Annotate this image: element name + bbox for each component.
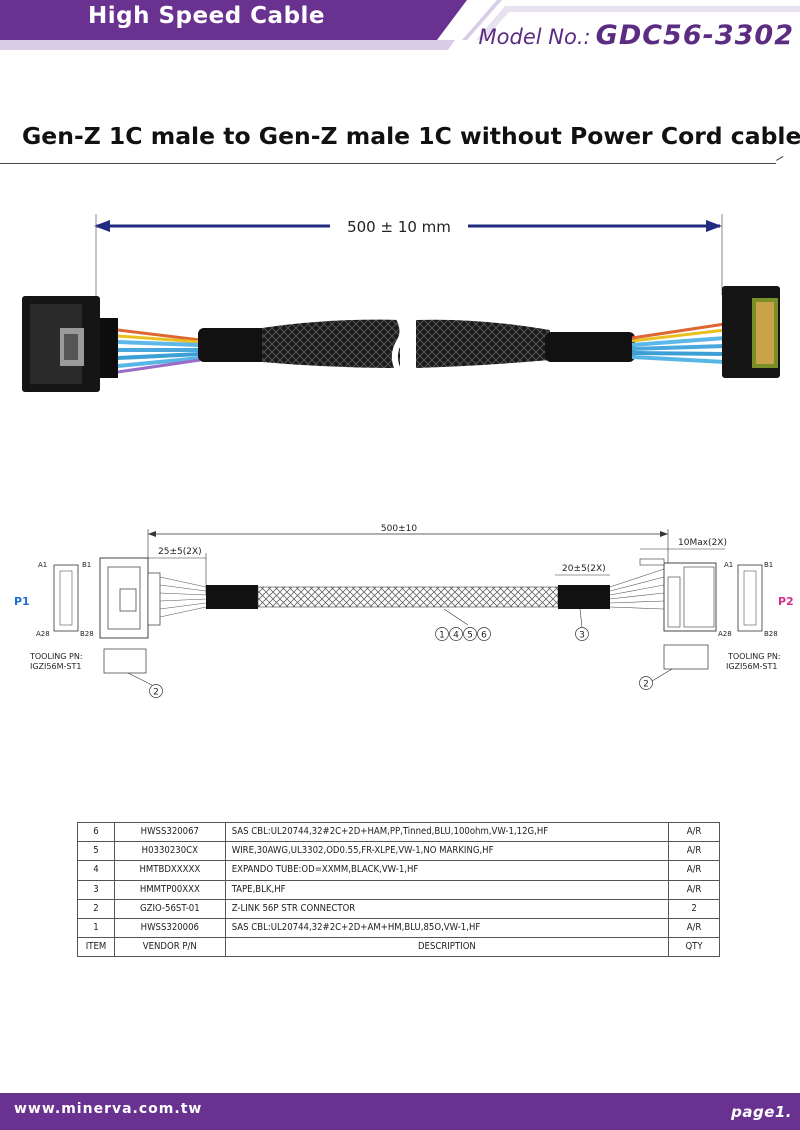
bom-row: 1 HWSS320006 SAS CBL:UL20744,32#2C+2D+AM… — [77, 917, 720, 939]
tooling-left-line1: TOOLING PN: — [29, 652, 83, 661]
pin-a1-right: A1 — [724, 561, 733, 569]
bom-qty: A/R — [668, 821, 720, 843]
dim-arrow-left — [94, 220, 110, 232]
page-title: Gen-Z 1C male to Gen-Z male 1C without P… — [22, 122, 800, 150]
title-underline — [0, 163, 776, 164]
bom-qty: A/R — [668, 917, 720, 939]
callout-4: 4 — [453, 631, 459, 641]
bom-qty: A/R — [668, 879, 720, 900]
drawing-braid — [257, 586, 559, 608]
bom-vendor: HWSS320006 — [113, 917, 226, 939]
cable-photo: 500 ± 10 mm — [22, 214, 780, 392]
right-wires — [631, 322, 726, 364]
bom-item: 1 — [77, 917, 115, 939]
left-connector-photo — [22, 296, 118, 392]
callout-2-left: 2 — [153, 688, 159, 698]
bom-header-row: ITEM VENDOR P/N DESCRIPTION QTY — [77, 937, 720, 958]
bom-header-description: DESCRIPTION — [224, 937, 670, 958]
bom-header-item: ITEM — [77, 937, 115, 958]
page-number: page1. — [731, 1103, 792, 1121]
callout-6: 6 — [481, 631, 487, 641]
bom-qty: 2 — [668, 898, 720, 919]
header-band — [0, 0, 800, 50]
drawing-p1-label: P1 — [14, 595, 30, 608]
tooling-right-line1: TOOLING PN: — [727, 652, 781, 661]
header-category: High Speed Cable — [88, 3, 326, 29]
bom-table: 6 HWSS320067 SAS CBL:UL20744,32#2C+2D+HA… — [77, 821, 720, 958]
drawing-right-tail: 20±5(2X) — [562, 564, 606, 574]
bom-item: 4 — [77, 860, 115, 881]
bom-description: WIRE,30AWG,UL3302,OD0.55,FR-XLPE,VW-1,NO… — [224, 841, 670, 862]
bom-qty: A/R — [668, 860, 720, 881]
tooling-left-line2: IGZI56M-ST1 — [30, 662, 81, 671]
bom-vendor: H0330230CX — [113, 841, 226, 862]
pin-b1-left: B1 — [82, 561, 91, 569]
bom-row: 6 HWSS320067 SAS CBL:UL20744,32#2C+2D+HA… — [77, 821, 720, 843]
model-label: Model No.: — [478, 25, 591, 49]
right-connector-photo — [722, 286, 780, 378]
bom-item: 3 — [77, 879, 115, 900]
left-wires — [117, 328, 201, 374]
pin-b28-left: B28 — [80, 630, 94, 638]
bom-row: 2 GZIO-56ST-01 Z-LINK 56P STR CONNECTOR … — [77, 898, 720, 919]
bom-header-qty: QTY — [668, 937, 720, 958]
pin-b28-right: B28 — [764, 630, 778, 638]
bom-row: 4 HMTBDXXXXX EXPANDO TUBE:OD=XXMM,BLACK,… — [77, 860, 720, 881]
drawing-max-label: 10Max(2X) — [678, 538, 727, 548]
pin-a1-left: A1 — [38, 561, 47, 569]
pin-b1-right: B1 — [764, 561, 773, 569]
callout-2-right: 2 — [643, 680, 649, 690]
tooling-right-line2: IGZI56M-ST1 — [726, 662, 777, 671]
bom-description: Z-LINK 56P STR CONNECTOR — [224, 898, 670, 919]
drawing-p2-label: P2 — [778, 595, 794, 608]
footer-url[interactable]: www.minerva.com.tw — [14, 1101, 203, 1117]
bom-header-vendor: VENDOR P/N — [113, 937, 226, 958]
callout-3: 3 — [579, 631, 585, 641]
model-number-block: Model No.: GDC56-3302 — [479, 20, 794, 51]
bom-item: 2 — [77, 898, 115, 919]
braided-sleeve-left — [262, 319, 400, 368]
bom-description: TAPE,BLK,HF — [224, 879, 670, 900]
bom-description: EXPANDO TUBE:OD=XXMM,BLACK,VW-1,HF — [224, 860, 670, 881]
dim-arrow-right — [706, 220, 722, 232]
pin-a28-right: A28 — [718, 630, 732, 638]
bom-vendor: HWSS320067 — [113, 821, 226, 843]
bom-row: 3 HMMTP00XXX TAPE,BLK,HF A/R — [77, 879, 720, 900]
bom-item: 5 — [77, 841, 115, 862]
pin-a28-left: A28 — [36, 630, 50, 638]
drawing-overall-length: 500±10 — [381, 524, 417, 534]
bom-vendor: HMMTP00XXX — [113, 879, 226, 900]
left-sleeve — [198, 328, 268, 362]
cable-drawing: 500±10 25±5(2X) 10Max(2X) 20±5(2X) 1 — [14, 524, 794, 698]
drawing-tape-left — [206, 585, 258, 609]
bom-item: 6 — [77, 821, 115, 843]
bom-row: 5 H0330230CX WIRE,30AWG,UL3302,OD0.55,FR… — [77, 841, 720, 862]
bom-description: SAS CBL:UL20744,32#2C+2D+HAM,PP,Tinned,B… — [224, 821, 670, 843]
braided-sleeve-right — [416, 319, 550, 368]
drawing-left-tail: 25±5(2X) — [158, 547, 202, 557]
callout-1: 1 — [439, 631, 445, 641]
callout-5: 5 — [467, 631, 473, 641]
bom-qty: A/R — [668, 841, 720, 862]
bom-vendor: HMTBDXXXXX — [113, 860, 226, 881]
bom-vendor: GZIO-56ST-01 — [113, 898, 226, 919]
drawing-tape-right — [558, 585, 610, 609]
model-number: GDC56-3302 — [595, 20, 794, 51]
photo-length-label: 500 ± 10 mm — [347, 218, 451, 236]
bom-description: SAS CBL:UL20744,32#2C+2D+AM+HM,BLU,85O,V… — [224, 917, 670, 939]
right-sleeve — [545, 332, 635, 362]
footer-band: www.minerva.com.tw page1. — [0, 1093, 800, 1130]
